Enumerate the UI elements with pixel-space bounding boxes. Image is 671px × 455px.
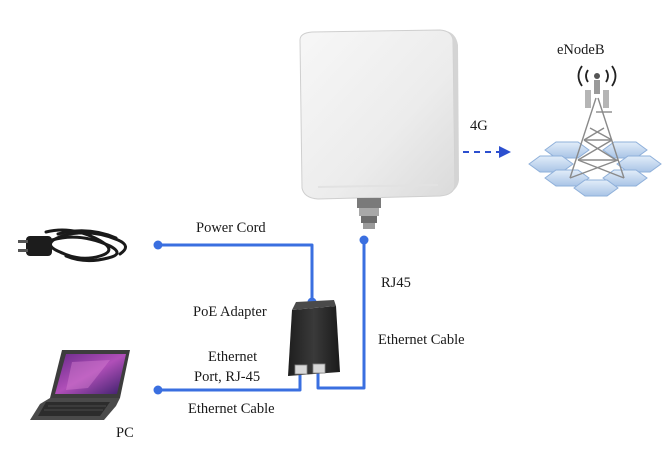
ethernet-cable-vertical-label: Ethernet Cable (378, 332, 465, 348)
ethernet-port-label-line1: Ethernet (208, 349, 258, 365)
laptop-icon (30, 350, 130, 420)
cables (158, 240, 366, 392)
pc-label: PC (116, 425, 134, 441)
ethernet-cable-bottom-label: Ethernet Cable (188, 401, 275, 417)
poe-adapter-label: PoE Adapter (193, 304, 267, 320)
poe-adapter-icon (288, 300, 340, 376)
signal-arrow (463, 146, 511, 158)
ethernet-port-label-line2: Port, RJ-45 (194, 369, 261, 385)
enodeb-label: eNodeB (557, 42, 605, 58)
cell-tower-icon (528, 65, 662, 197)
link-4g-label: 4G (470, 118, 488, 134)
rj45-label: RJ45 (381, 275, 411, 291)
power-plug-icon (18, 228, 127, 263)
outdoor-cpe-device-icon (299, 29, 459, 229)
power-cord-label: Power Cord (196, 220, 266, 236)
